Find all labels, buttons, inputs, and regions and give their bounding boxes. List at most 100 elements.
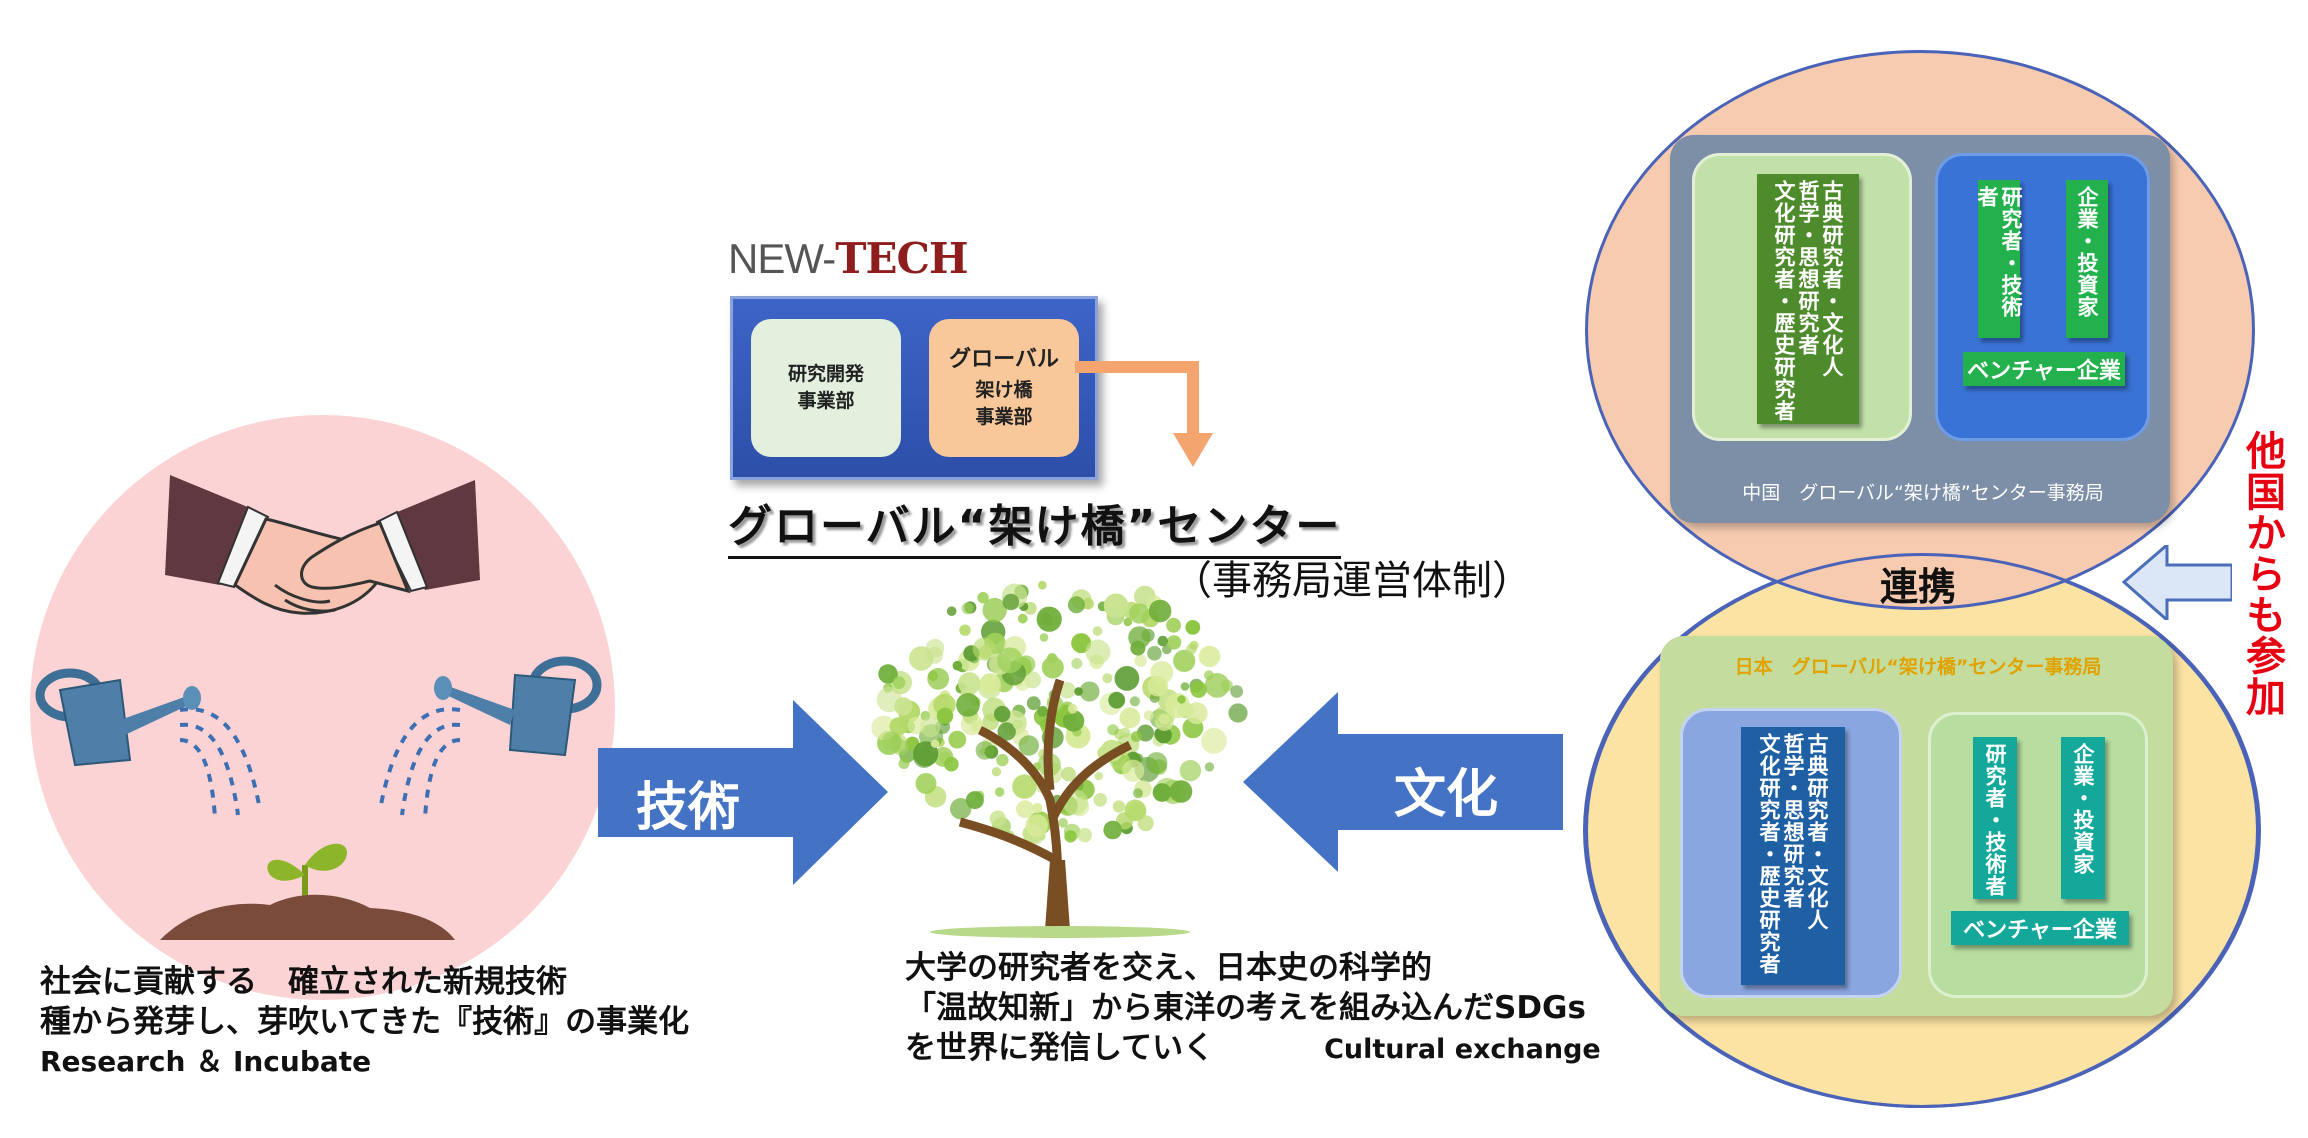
- japan-culture-bar: 文化研究者・歴史研究者 哲学・思想研究者 古典研究者・文化人: [1741, 727, 1845, 985]
- tree-leaf: [1016, 800, 1034, 818]
- tree-leaf: [878, 664, 898, 684]
- tree-leaf: [936, 707, 954, 725]
- china-venture-bar: ベンチャー企業: [1963, 352, 2125, 386]
- tree-leaf: [1158, 714, 1170, 725]
- tree-leaf: [975, 741, 995, 760]
- japan-investor: 企業・投資家: [2071, 743, 2095, 875]
- culture-arrow-label: 文化: [1394, 765, 1499, 825]
- tree-leaf: [925, 638, 945, 658]
- tree-leaf: [994, 705, 1011, 723]
- tree-leaf: [972, 637, 996, 661]
- watering-can-left-icon: [35, 668, 201, 767]
- center-title: グローバル“架け橋”センター: [728, 490, 1342, 559]
- tree-leaf: [1062, 710, 1085, 732]
- tree-leaf: [1185, 620, 1201, 635]
- tree-leaf: [1077, 827, 1092, 843]
- rd-line1: 研究開発: [787, 363, 864, 385]
- tree-leaf: [1017, 613, 1028, 624]
- gb-line3: 事業部: [975, 405, 1033, 428]
- japan-col1: 文化研究者・歴史研究者: [1757, 733, 1781, 975]
- tree-leaf: [1166, 617, 1181, 633]
- rd-line2: 事業部: [797, 390, 855, 412]
- tree-leaf: [1059, 682, 1076, 699]
- tree-leaf: [1177, 695, 1186, 704]
- tree-leaf: [1119, 707, 1141, 729]
- tree-leaf: [997, 722, 1016, 741]
- china-culture-group: 文化研究者・歴史研究者 哲学・思想研究者 古典研究者・文化人: [1692, 153, 1912, 441]
- cooperation-label: 連携: [1880, 565, 1957, 609]
- tree-leaf: [1039, 633, 1049, 642]
- china-investor: 企業・投資家: [2075, 186, 2099, 318]
- japan-office-label: 日本 グローバル“架け橋”センター事務局: [1734, 656, 2102, 678]
- tree-leaf: [1228, 703, 1248, 723]
- tree-leaf: [1166, 635, 1182, 650]
- handshake-illustration: [165, 475, 480, 615]
- rd-department: 研究開発 事業部: [751, 319, 901, 457]
- tree-leaf: [1108, 691, 1126, 709]
- tree-leaf: [1129, 603, 1150, 624]
- tree-leaf: [1092, 626, 1103, 636]
- culture-caption-line2: 「温故知新」から東洋の考えを組み込んだSDGs: [905, 990, 1586, 1026]
- china-col2: 哲学・思想研究者: [1796, 180, 1820, 356]
- tree-leaf: [1147, 675, 1169, 697]
- tree-leaf: [1173, 649, 1196, 672]
- technology-caption: 社会に貢献する 確立された新規技術 種から発芽し、芽吹いてきた『技術』の事業化 …: [40, 962, 689, 1082]
- water-drops-right: [378, 707, 461, 819]
- japan-researcher-bar: 研究者・技術者: [1973, 737, 2017, 899]
- other-countries-label: 他国からも参加: [2239, 430, 2285, 717]
- tree-leaf: [1129, 696, 1140, 707]
- tree-leaf: [1103, 820, 1122, 840]
- tree-leaf: [994, 787, 1005, 797]
- gb-line2: 架け橋: [975, 378, 1033, 401]
- technology-caption-line2: 種から発芽し、芽吹いてきた『技術』の事業化: [40, 1004, 690, 1040]
- tree-leaf: [1185, 702, 1208, 725]
- japan-business-group: 研究者・技術者 企業・投資家 ベンチャー企業: [1928, 712, 2148, 998]
- tree-leaf: [1147, 646, 1162, 661]
- newtech-logo: NEW-TECH: [728, 238, 969, 280]
- tree-leaf: [1006, 672, 1015, 681]
- tree-leaf: [1107, 724, 1119, 736]
- tree-leaf: [1131, 731, 1142, 742]
- tree-leaf: [1230, 685, 1244, 698]
- china-investor-bar: 企業・投資家: [2066, 180, 2108, 338]
- tree-leaf: [948, 730, 967, 749]
- tree-leaf: [889, 717, 908, 736]
- center-subtitle: （事務局運営体制）: [1172, 558, 1532, 604]
- tree-leaf: [1190, 681, 1207, 698]
- gb-line1: グローバル: [949, 346, 1059, 372]
- tree-leaf: [915, 773, 937, 794]
- tree-leaf: [1157, 635, 1169, 647]
- tree-leaf: [1079, 681, 1100, 702]
- tree-leaf: [1123, 617, 1133, 627]
- tree-leaf: [989, 810, 1006, 827]
- tree-leaf: [1058, 818, 1068, 828]
- tree-leaf: [996, 753, 1009, 767]
- tree-leaf: [1067, 596, 1085, 614]
- culture-caption: 大学の研究者を交え、日本史の科学的 「温故知新」から東洋の考えを組み込んだSDG…: [905, 948, 1601, 1070]
- tree-leaf: [956, 693, 980, 717]
- tree-leaf: [1169, 780, 1193, 803]
- china-col3: 古典研究者・文化人: [1820, 180, 1844, 378]
- tree-leaf: [1071, 658, 1083, 669]
- tree-leaf: [1220, 679, 1233, 692]
- other-countries-arrow: [2122, 545, 2232, 620]
- technology-arrow-label: 技術: [636, 778, 741, 838]
- tree-leaf: [1102, 673, 1113, 684]
- china-col1: 文化研究者・歴史研究者: [1772, 180, 1796, 422]
- tree-leaf: [1061, 766, 1076, 782]
- tree-leaf: [913, 746, 935, 768]
- tree-leaf: [1180, 682, 1190, 691]
- japan-col3: 古典研究者・文化人: [1805, 733, 1829, 931]
- tree-leaf: [1093, 793, 1108, 807]
- tree-leaf: [952, 660, 963, 671]
- technology-arrow: [598, 700, 888, 885]
- technology-caption-en: Research ＆ Incubate: [40, 1045, 372, 1078]
- japan-col2: 哲学・思想研究者: [1781, 733, 1805, 909]
- tree-leaf: [1164, 692, 1191, 719]
- tree-leaf: [1122, 759, 1145, 782]
- tree-leaf: [876, 686, 903, 713]
- water-drops-left: [179, 707, 262, 819]
- tree-leaf: [1064, 830, 1077, 843]
- tree-leaf: [1114, 666, 1140, 691]
- tree-leaf: [1128, 626, 1151, 649]
